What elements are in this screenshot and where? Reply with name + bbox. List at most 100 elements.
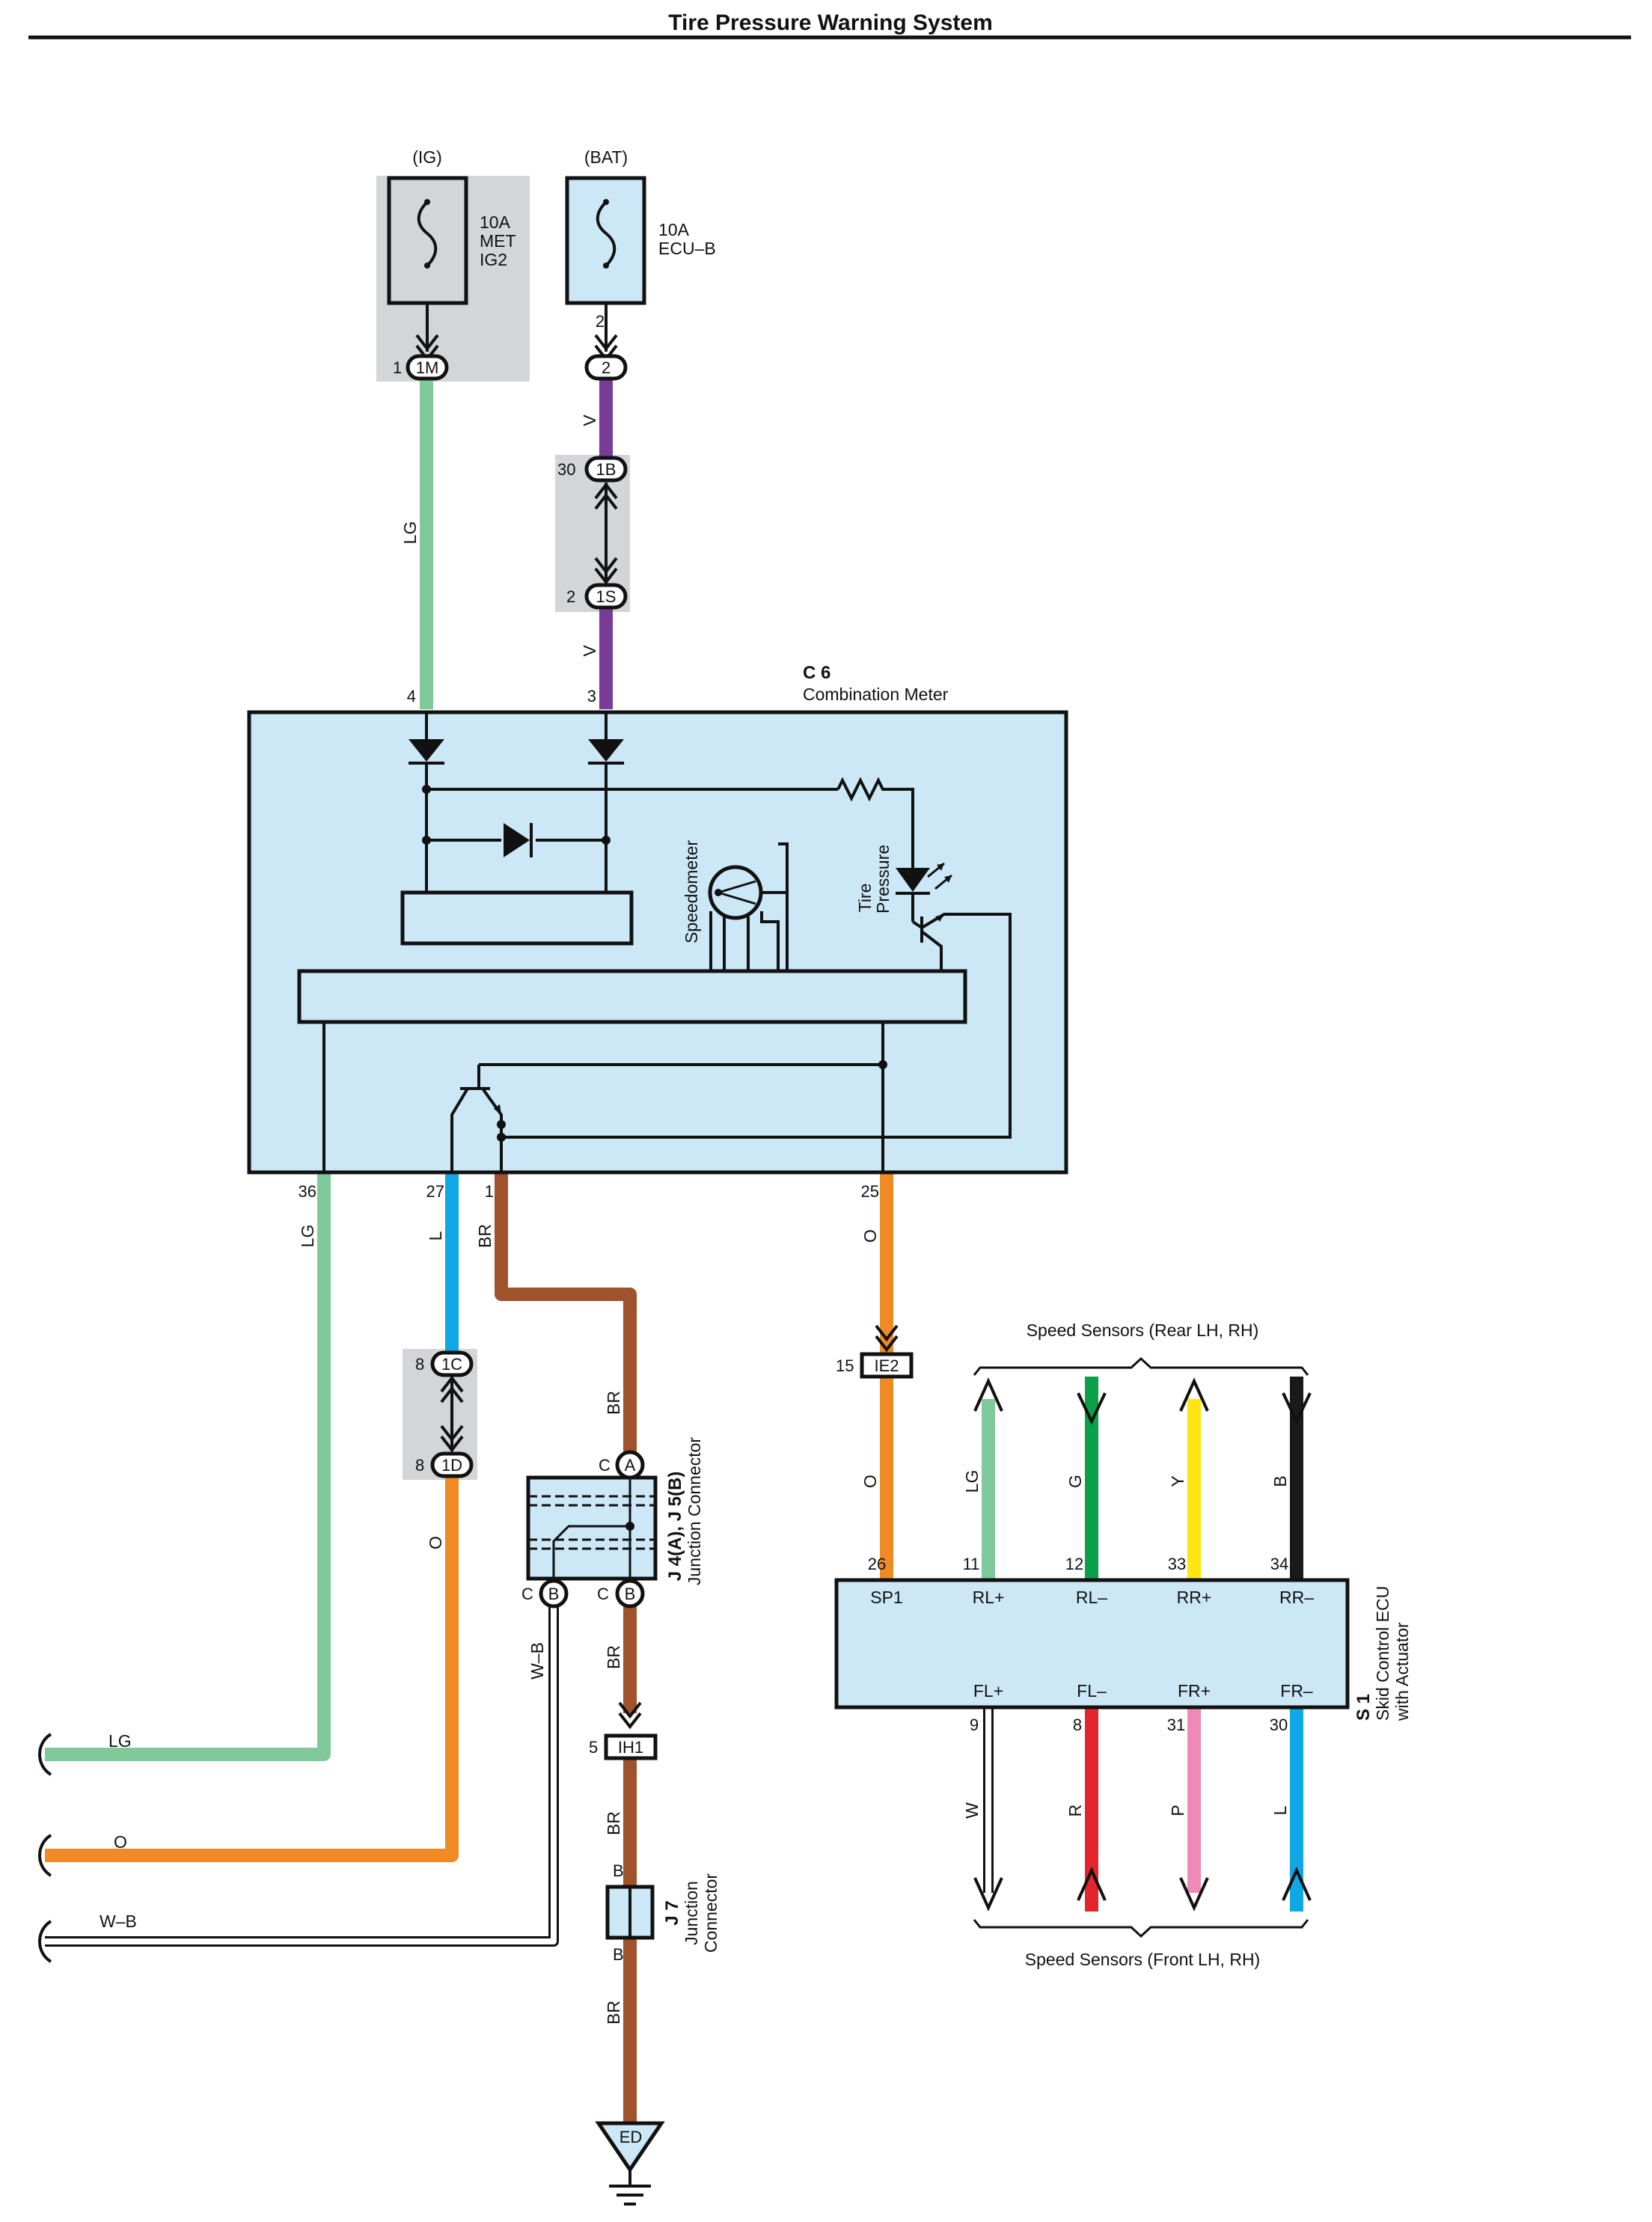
wire-break-o	[38, 1834, 52, 1877]
svg-text:C: C	[599, 1456, 611, 1475]
tire-pressure-led	[896, 868, 930, 892]
svg-text:R: R	[1065, 1805, 1085, 1817]
diode-bat	[588, 739, 624, 762]
svg-text:31: 31	[1167, 1716, 1185, 1734]
ecu-body	[834, 1578, 1350, 1710]
speedometer-label: Speedometer	[682, 840, 701, 943]
junction-j45-code: J 4(A), J 5(B)	[665, 1472, 685, 1582]
svg-text:1: 1	[393, 358, 402, 377]
svg-text:B: B	[613, 1861, 624, 1880]
svg-text:B: B	[625, 1585, 636, 1603]
svg-text:9: 9	[970, 1716, 979, 1734]
svg-text:C: C	[597, 1585, 609, 1603]
svg-text:SP1: SP1	[870, 1588, 902, 1607]
svg-text:2: 2	[566, 587, 575, 606]
wire-label-lg36: LG	[298, 1225, 317, 1248]
front-sensor-bracket	[973, 1919, 1309, 1938]
connector-ie2: IE2 15	[836, 1324, 914, 1379]
fuse-bat-source: (BAT)	[584, 147, 628, 167]
fuse-ig-name1: MET	[480, 231, 516, 251]
ecu-name1: Skid Control ECU	[1373, 1586, 1392, 1721]
svg-text:IH1: IH1	[618, 1738, 643, 1757]
fuse-met-ig2: (IG) 10A MET IG2 1M 1	[387, 147, 516, 381]
svg-text:2: 2	[602, 358, 611, 377]
svg-text:33: 33	[1168, 1555, 1186, 1573]
svg-text:36: 36	[299, 1182, 316, 1201]
svg-text:25: 25	[861, 1182, 879, 1201]
svg-text:3: 3	[587, 687, 596, 706]
diode-ig	[409, 739, 444, 762]
junction-connector-j4-j5: A C B C B C J 4(A), J 5(B) Junction Conn…	[521, 1437, 704, 1609]
wire-break-wb	[38, 1920, 52, 1963]
svg-text:8: 8	[415, 1456, 424, 1475]
meter-code: C 6	[803, 663, 830, 683]
svg-text:G: G	[1065, 1475, 1085, 1488]
front-sensors-label: Speed Sensors (Front LH, RH)	[1025, 1950, 1260, 1969]
wire-label-v2: V	[580, 645, 599, 657]
junction-j7-code: J 7	[662, 1900, 682, 1925]
wire-wb	[45, 1586, 557, 1944]
svg-text:30: 30	[557, 460, 575, 479]
svg-text:B: B	[548, 1585, 560, 1603]
ecu-code: S 1	[1353, 1694, 1374, 1721]
svg-text:FR–: FR–	[1280, 1681, 1313, 1701]
tire-label-1: Tire	[855, 884, 875, 913]
fuse-ig-rating: 10A	[480, 212, 511, 232]
wire-label-lg-top: LG	[400, 521, 420, 545]
edge-label-o: O	[114, 1832, 127, 1852]
fuse-ig-element	[417, 201, 438, 267]
connector-1c	[430, 1350, 474, 1377]
edge-label-lg: LG	[108, 1731, 132, 1751]
connector-1s	[584, 583, 628, 610]
svg-text:RL–: RL–	[1076, 1588, 1107, 1607]
connector-1c-1d: 1C 8 1D 8	[415, 1350, 474, 1478]
fuse-bat-body	[565, 176, 646, 305]
svg-text:B: B	[613, 1945, 624, 1964]
junction-pin-b2	[615, 1579, 645, 1609]
junction-j7-name1: Junction	[682, 1881, 701, 1945]
fuse-ig-body	[387, 176, 468, 305]
svg-text:1C: 1C	[441, 1355, 462, 1374]
svg-text:ED: ED	[620, 2128, 643, 2146]
resistor	[836, 777, 914, 868]
meter-name: Combination Meter	[803, 685, 949, 704]
connector-1b	[584, 456, 628, 483]
svg-text:C: C	[521, 1585, 533, 1603]
svg-text:27: 27	[426, 1182, 444, 1201]
diode-internal	[504, 823, 530, 857]
svg-text:15: 15	[836, 1356, 854, 1375]
wire-label-br-ih1: BR	[604, 1645, 623, 1669]
fuse-bat-element	[596, 201, 617, 267]
svg-text:RR–: RR–	[1279, 1588, 1314, 1607]
wire-label-wb: W–B	[527, 1642, 547, 1680]
wire-lg-36	[45, 1163, 331, 1761]
svg-text:1D: 1D	[441, 1456, 462, 1475]
fuse-ig-arrow	[415, 334, 439, 352]
svg-text:4: 4	[407, 687, 416, 706]
connector-ih1: IH1 5	[589, 1701, 658, 1760]
wire-label-o25: O	[860, 1229, 880, 1243]
page-title: Tire Pressure Warning System	[668, 10, 993, 35]
fuse-ig-source: (IG)	[412, 147, 442, 167]
ecu-name2: with Actuator	[1392, 1622, 1412, 1721]
tire-label-2: Pressure	[873, 845, 893, 913]
connector-1m	[406, 354, 449, 381]
connector-1b-1s: 1B 30 1S 2	[557, 456, 628, 610]
svg-text:W: W	[962, 1802, 982, 1819]
wire-label-l27: L	[426, 1231, 445, 1240]
svg-text:FR+: FR+	[1178, 1681, 1211, 1701]
wire-wb-outline	[45, 1586, 559, 1947]
svg-text:30: 30	[1270, 1716, 1288, 1734]
connector-2	[584, 354, 628, 381]
wire-o-1d	[45, 1470, 459, 1862]
junction-connector-j7: B B J 7 Junction Connector	[605, 1861, 721, 1964]
wire-br-1	[495, 1163, 637, 1455]
meter-body	[247, 710, 1068, 1175]
fuse-bat-rating: 10A	[658, 220, 690, 239]
svg-text:P: P	[1168, 1805, 1187, 1816]
svg-text:LG: LG	[962, 1470, 982, 1493]
rear-sensors-label: Speed Sensors (Rear LH, RH)	[1027, 1320, 1259, 1340]
svg-text:34: 34	[1270, 1555, 1288, 1573]
svg-text:A: A	[625, 1456, 636, 1475]
